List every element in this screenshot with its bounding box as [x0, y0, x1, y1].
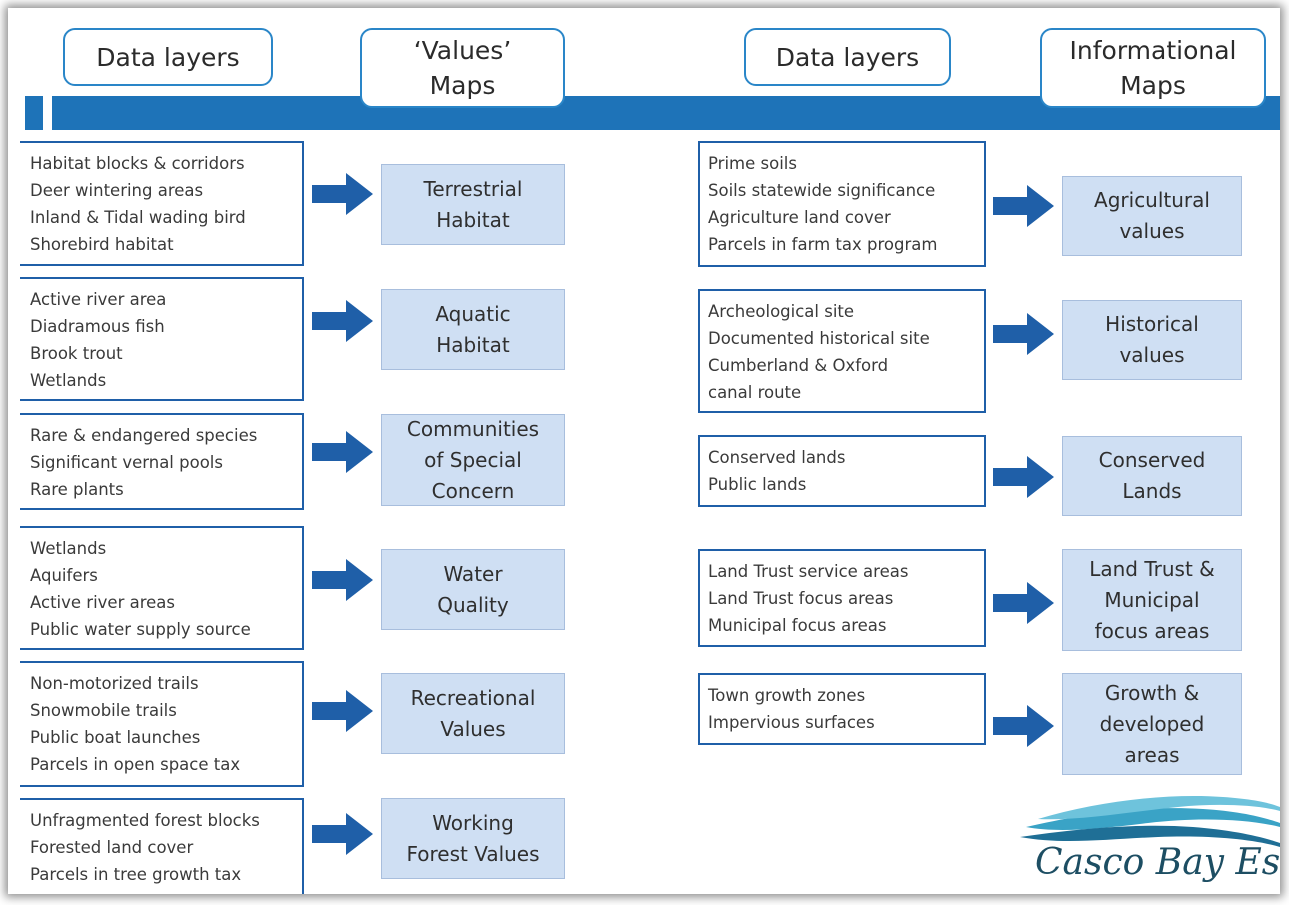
- layer-item: Public water supply source: [30, 620, 251, 639]
- map-box-working-forest-values: Working Forest Values: [381, 798, 565, 879]
- layer-item: Soils statewide significance: [708, 181, 936, 200]
- layer-item: Unfragmented forest blocks: [30, 811, 260, 830]
- map-box-water-quality: Water Quality: [381, 549, 565, 630]
- right-arrow-icon: [312, 431, 373, 473]
- layer-item: Parcels in open space tax: [30, 755, 241, 774]
- map-box-land-trust-municipal: Land Trust & Municipal focus areas: [1062, 549, 1242, 651]
- layer-item: Cumberland & Oxford: [708, 356, 889, 375]
- map-box-terrestrial-habitat: Terrestrial Habitat: [381, 164, 565, 245]
- header-right-data-layers: Data layers: [744, 28, 951, 86]
- map-box-communities-special-concern: Communities of Special Concern: [381, 414, 565, 506]
- diagram-canvas: Data layers ‘Values’ Maps Data layers In…: [8, 8, 1280, 894]
- layer-item: Wetlands: [30, 371, 107, 390]
- map-box-recreational-values: Recreational Values: [381, 673, 565, 754]
- values-layer-list-6: Unfragmented forest blocks Forested land…: [20, 798, 304, 894]
- values-layer-list-4: Wetlands Aquifers Active river areas Pub…: [20, 526, 304, 650]
- values-layer-list-1: Habitat blocks & corridors Deer winterin…: [20, 141, 304, 266]
- layer-item: Town growth zones: [708, 686, 866, 705]
- layer-item: Active river areas: [30, 593, 175, 612]
- right-arrow-icon: [312, 173, 373, 215]
- layer-item: Wetlands: [30, 539, 107, 558]
- layer-item: Deer wintering areas: [30, 181, 204, 200]
- values-layer-list-5: Non-motorized trails Snowmobile trails P…: [20, 661, 304, 787]
- right-arrow-icon: [993, 185, 1054, 227]
- right-arrow-icon: [312, 690, 373, 732]
- right-arrow-icon: [993, 456, 1054, 498]
- right-arrow-icon: [993, 582, 1054, 624]
- info-layer-list-4: Land Trust service areas Land Trust focu…: [698, 549, 986, 647]
- right-arrow-icon: [312, 300, 373, 342]
- header-informational-maps: Informational Maps: [1040, 28, 1266, 108]
- right-arrow-icon: [312, 559, 373, 601]
- layer-item: Snowmobile trails: [30, 701, 177, 720]
- layer-item: Prime soils: [708, 154, 797, 173]
- map-box-historical-values: Historical values: [1062, 300, 1242, 380]
- map-box-aquatic-habitat: Aquatic Habitat: [381, 289, 565, 370]
- layer-item: Rare & endangered species: [30, 426, 258, 445]
- layer-item: Active river area: [30, 290, 167, 309]
- layer-item: Aquifers: [30, 566, 98, 585]
- layer-item: Land Trust service areas: [708, 562, 909, 581]
- layer-item: Parcels in farm tax program: [708, 235, 938, 254]
- layer-item: Impervious surfaces: [708, 713, 875, 732]
- layer-item: Archeological site: [708, 302, 855, 321]
- right-arrow-icon: [993, 313, 1054, 355]
- right-arrow-icon: [312, 813, 373, 855]
- layer-item: Agriculture land cover: [708, 208, 891, 227]
- layer-item: Inland & Tidal wading bird: [30, 208, 246, 227]
- header-bar-accent: [25, 96, 43, 130]
- logo-text: Casco Bay Estu: [1035, 842, 1280, 883]
- layer-item: Public lands: [708, 475, 807, 494]
- layer-item: Public boat launches: [30, 728, 201, 747]
- wave-logo-icon: [1020, 795, 1280, 847]
- map-box-agricultural-values: Agricultural values: [1062, 176, 1242, 256]
- right-arrow-icon: [993, 705, 1054, 747]
- header-values-maps: ‘Values’ Maps: [360, 28, 565, 108]
- layer-item: Parcels in tree growth tax: [30, 865, 242, 884]
- info-layer-list-1: Prime soils Soils statewide significance…: [698, 141, 986, 267]
- layer-item: Municipal focus areas: [708, 616, 887, 635]
- layer-item: Brook trout: [30, 344, 123, 363]
- info-layer-list-2: Archeological site Documented historical…: [698, 289, 986, 413]
- header-left-data-layers: Data layers: [63, 28, 273, 86]
- info-layer-list-3: Conserved lands Public lands: [698, 435, 986, 507]
- layer-item: Significant vernal pools: [30, 453, 223, 472]
- layer-item: Forested land cover: [30, 838, 194, 857]
- layer-item: Rare plants: [30, 480, 124, 499]
- layer-item: Non-motorized trails: [30, 674, 199, 693]
- layer-item: Documented historical site: [708, 329, 930, 348]
- values-layer-list-3: Rare & endangered species Significant ve…: [20, 413, 304, 510]
- layer-item: Conserved lands: [708, 448, 846, 467]
- map-box-growth-developed: Growth & developed areas: [1062, 673, 1242, 775]
- layer-item: Habitat blocks & corridors: [30, 154, 245, 173]
- layer-item: Diadramous fish: [30, 317, 165, 336]
- info-layer-list-5: Town growth zones Impervious surfaces: [698, 673, 986, 745]
- map-box-conserved-lands: Conserved Lands: [1062, 436, 1242, 516]
- layer-item: canal route: [708, 383, 802, 402]
- layer-item: Shorebird habitat: [30, 235, 174, 254]
- layer-item: Land Trust focus areas: [708, 589, 894, 608]
- values-layer-list-2: Active river area Diadramous fish Brook …: [20, 277, 304, 401]
